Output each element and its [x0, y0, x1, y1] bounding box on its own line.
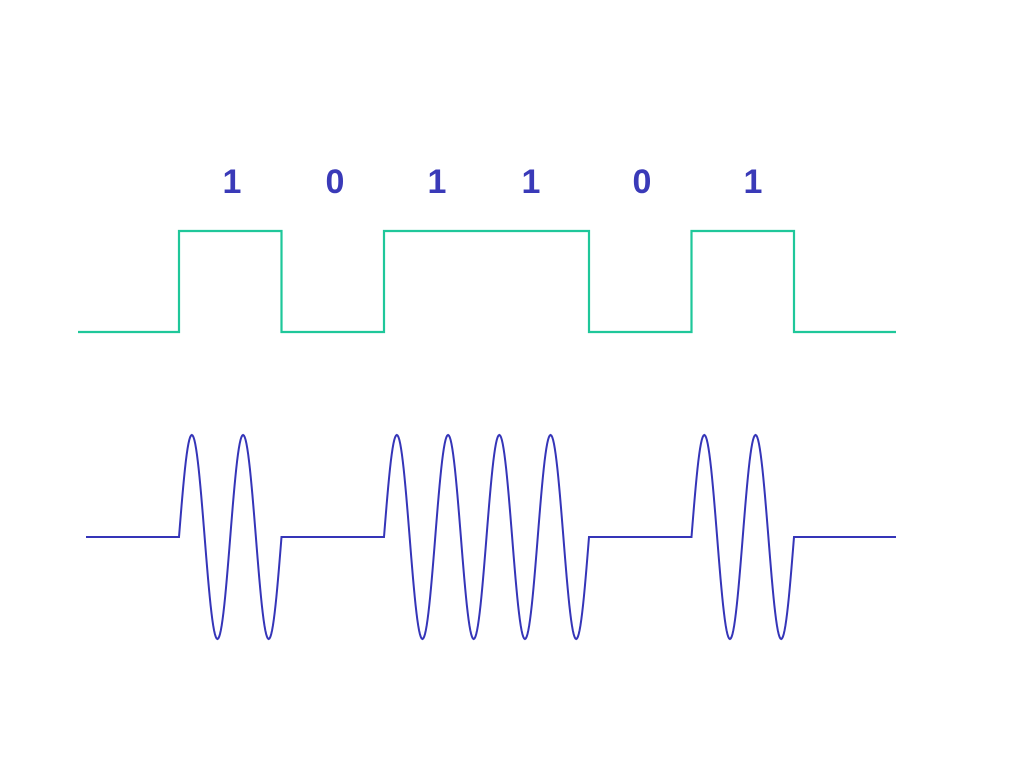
bit-label-5: 0	[633, 163, 652, 201]
bit-label-3: 1	[428, 163, 447, 201]
bit-label-2: 0	[326, 163, 345, 201]
bit-labels: 1 0 1 1 0 1	[223, 163, 763, 201]
bit-label-6: 1	[744, 163, 763, 201]
bit-label-4: 1	[522, 163, 541, 201]
bit-label-1: 1	[223, 163, 242, 201]
modulated-signal-waveform	[86, 433, 896, 641]
digital-signal-waveform	[78, 229, 896, 334]
